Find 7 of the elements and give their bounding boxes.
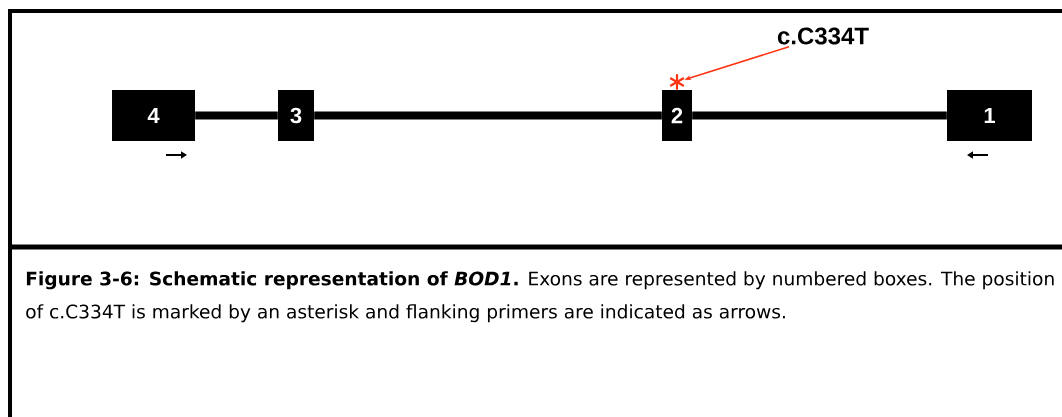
mutation-label: c.C334T — [777, 27, 869, 45]
figure-caption: Figure 3-6: Schematic representation of BOD1. Exons are represented by numbered boxes. The position of c.C334T is marked by an asterisk and flanking primers are indicated as arrows. — [26, 271, 1054, 323]
asterisk-mark — [669, 73, 685, 91]
exon-box: 4 — [112, 90, 195, 141]
exon-box: 3 — [278, 90, 314, 141]
exon-box: 2 — [662, 90, 692, 141]
exon-box: 1 — [947, 90, 1032, 141]
